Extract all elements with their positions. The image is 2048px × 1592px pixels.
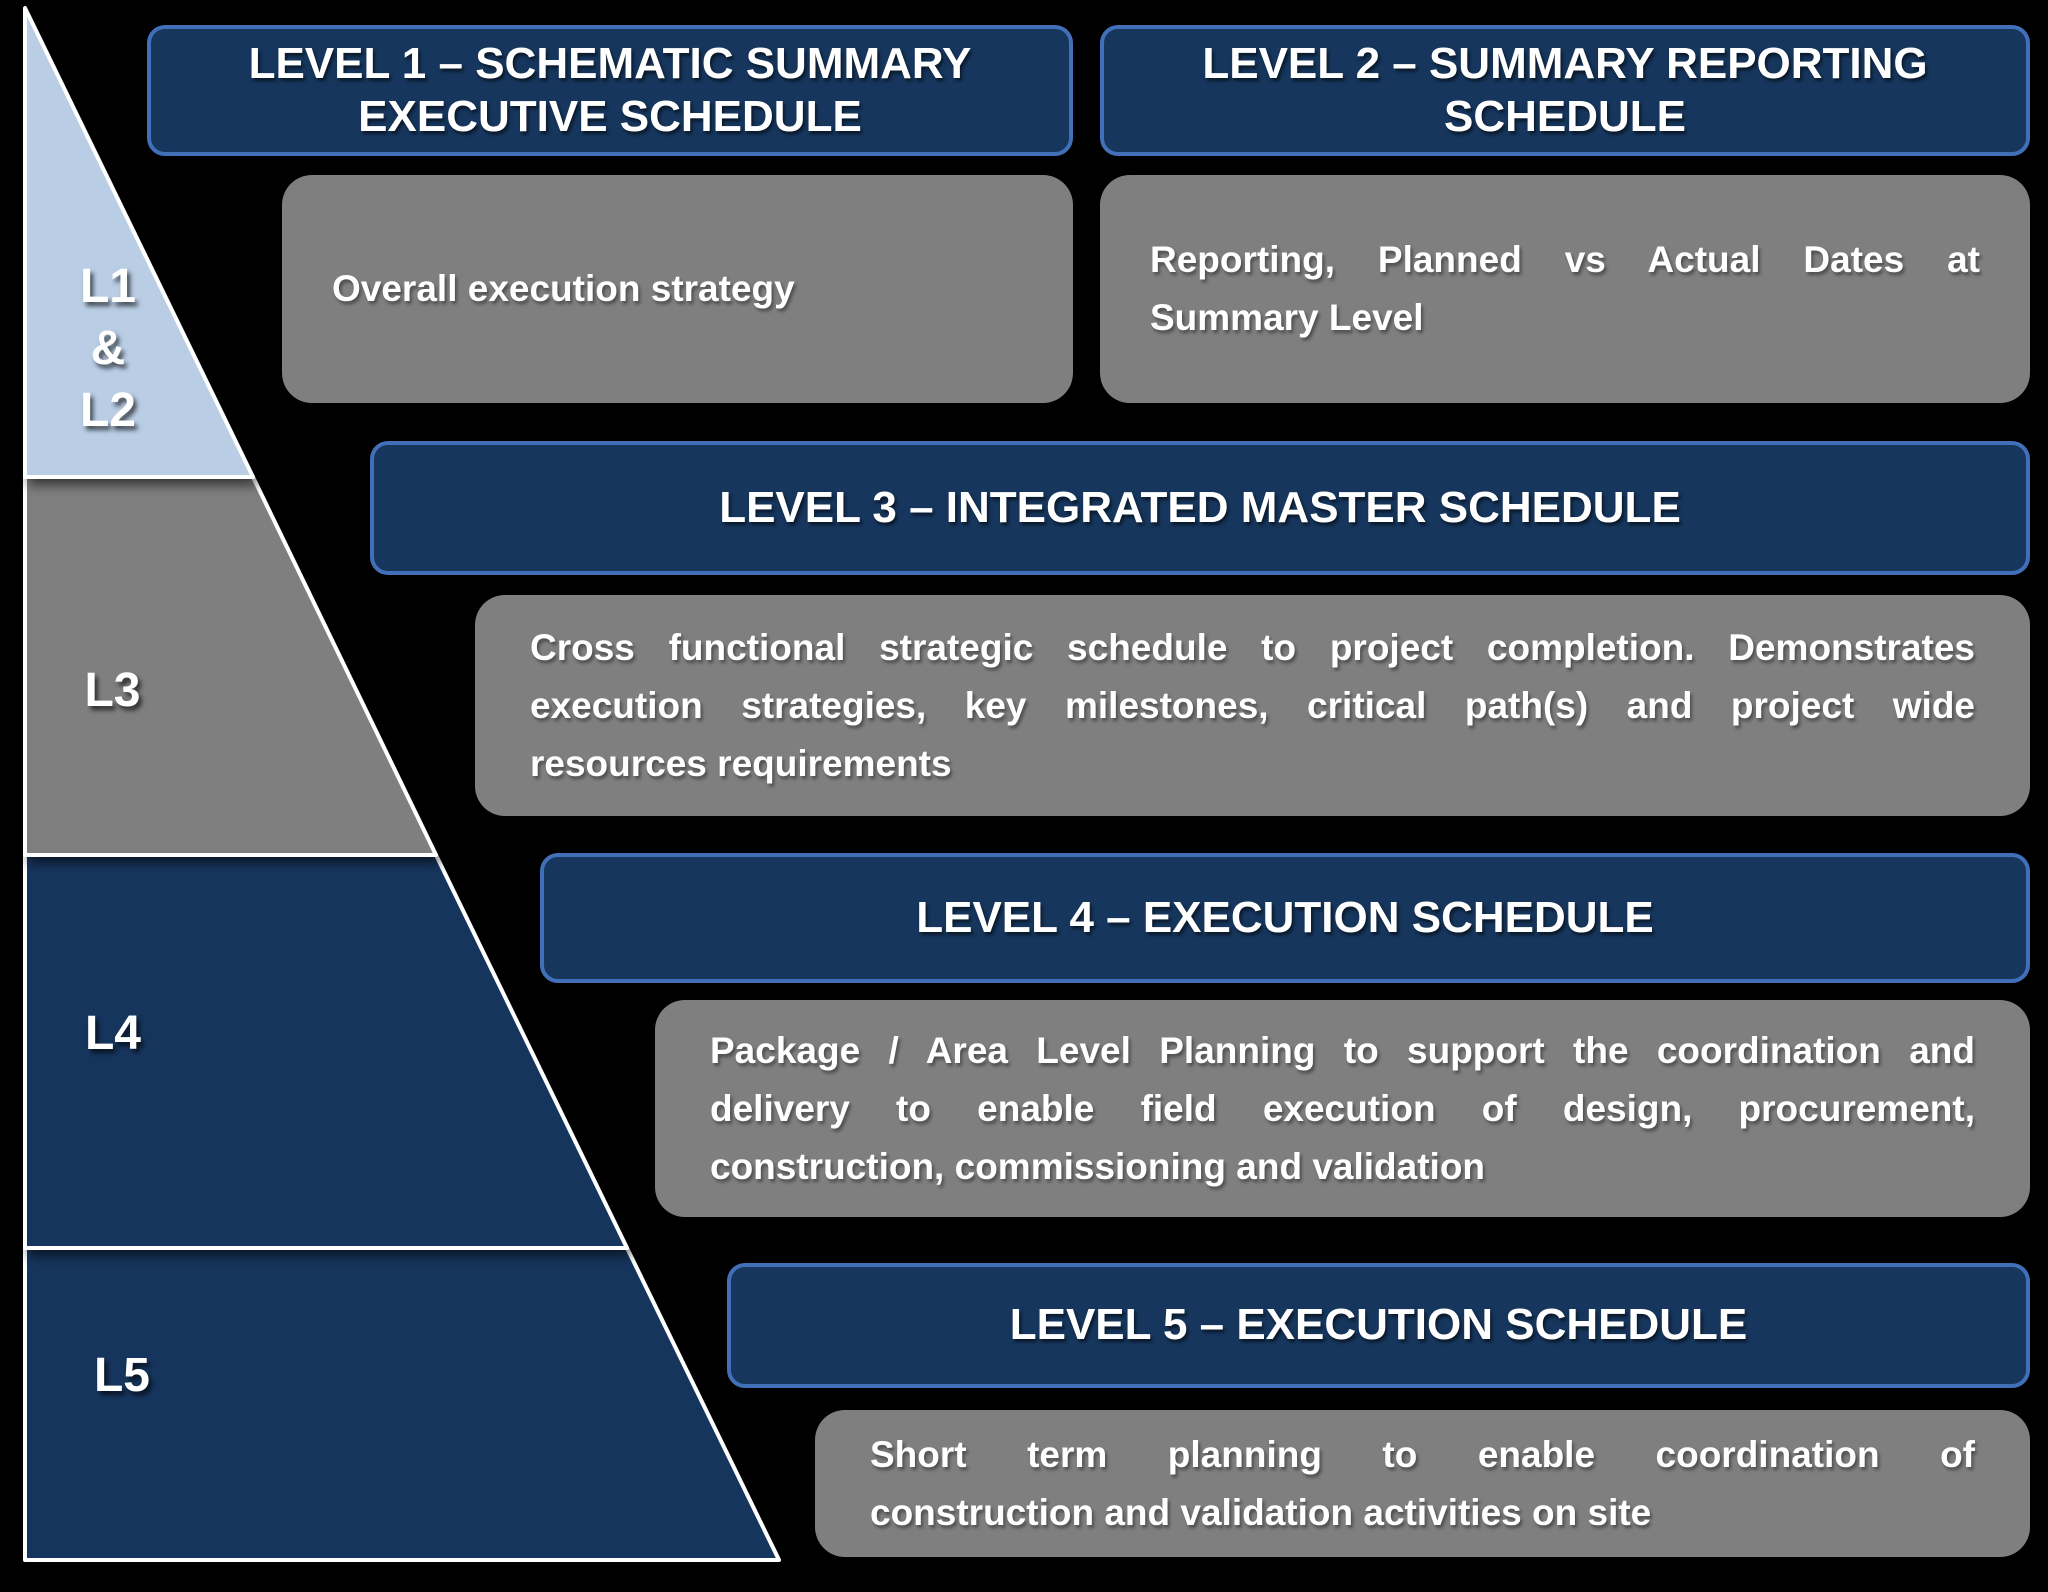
level-1-header-line-2: EXECUTIVE SCHEDULE xyxy=(358,91,862,141)
level-5-description-box: Short term planning to enable coordinati… xyxy=(815,1410,2030,1557)
level-1-header: LEVEL 1 – SCHEMATIC SUMMARY EXECUTIVE SC… xyxy=(147,25,1073,156)
pyramid-label-line: L4 xyxy=(84,1007,141,1060)
level-5-description-line: Short term planning to enable coordinati… xyxy=(870,1433,1975,1475)
level-4-header-line-1: LEVEL 4 – EXECUTION SCHEDULE xyxy=(916,892,1654,942)
level-2-header-line-2: SCHEDULE xyxy=(1443,91,1687,141)
level-3-header: LEVEL 3 – INTEGRATED MASTER SCHEDULE xyxy=(370,441,2030,575)
pyramid-label-l1-l2: L1 & L2 xyxy=(38,256,178,442)
pyramid-label-line: L1 xyxy=(79,260,136,313)
level-3-description-box: Cross functional strategic schedule to p… xyxy=(475,595,2030,816)
pyramid-label-l3: L3 xyxy=(40,660,185,722)
level-3-description-line: resources requirements xyxy=(530,742,952,784)
level-4-header: LEVEL 4 – EXECUTION SCHEDULE xyxy=(540,853,2030,983)
level-2-header-line-1: LEVEL 2 – SUMMARY REPORTING xyxy=(1202,38,1928,88)
level-2-description-line: Reporting, Planned vs Actual Dates at xyxy=(1150,239,1980,280)
level-4-description-line: delivery to enable field execution of de… xyxy=(710,1087,1975,1129)
level-2-description-line: Summary Level xyxy=(1150,297,1424,338)
pyramid-label-line: & xyxy=(90,322,126,375)
pyramid-label-line: L2 xyxy=(79,384,136,437)
level-5-description-line: construction and validation activities o… xyxy=(870,1491,1652,1533)
level-5-header-line-1: LEVEL 5 – EXECUTION SCHEDULE xyxy=(1009,1300,1748,1350)
level-5-header: LEVEL 5 – EXECUTION SCHEDULE xyxy=(727,1263,2030,1388)
level-2-description-box: Reporting, Planned vs Actual Dates at Su… xyxy=(1100,175,2030,403)
pyramid-label-l4: L4 xyxy=(40,1003,186,1065)
pyramid-label-l5: L5 xyxy=(48,1345,196,1407)
level-1-description: Overall execution strategy xyxy=(332,268,795,309)
pyramid-segment-l1-l2 xyxy=(23,6,255,479)
pyramid-label-line: L3 xyxy=(84,664,141,717)
level-4-description-line: construction, commissioning and validati… xyxy=(710,1145,1486,1187)
pyramid-label-line: L5 xyxy=(93,1349,150,1402)
level-3-description-line: execution strategies, key milestones, cr… xyxy=(530,684,1975,726)
level-4-description-line: Package / Area Level Planning to support… xyxy=(710,1029,1975,1071)
level-2-header: LEVEL 2 – SUMMARY REPORTING SCHEDULE xyxy=(1100,25,2030,156)
level-1-header-line-1: LEVEL 1 – SCHEMATIC SUMMARY xyxy=(248,38,972,88)
level-1-description-box: Overall execution strategy xyxy=(282,175,1073,403)
level-3-header-line-1: LEVEL 3 – INTEGRATED MASTER SCHEDULE xyxy=(719,482,1681,532)
level-3-description-line: Cross functional strategic schedule to p… xyxy=(530,626,1975,668)
level-4-description-box: Package / Area Level Planning to support… xyxy=(655,1000,2030,1217)
